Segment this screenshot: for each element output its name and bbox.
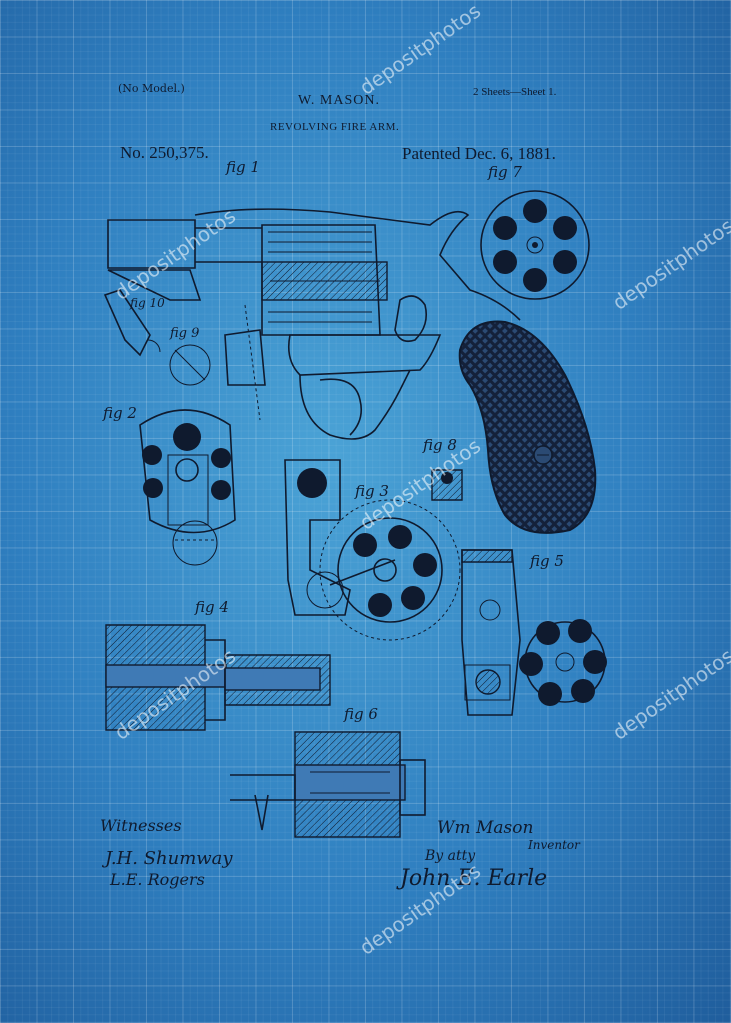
fig10-label: fig 10 bbox=[130, 296, 165, 310]
frame-front-view-drawing bbox=[140, 410, 235, 565]
patent-number: No. 250,375. bbox=[120, 143, 209, 163]
frame-rear-view-drawing bbox=[462, 550, 607, 715]
sheet-counter: 2 Sheets—Sheet 1. bbox=[473, 86, 556, 98]
witness-2-signature: L.E. Rogers bbox=[110, 870, 205, 889]
fig9-label: fig 9 bbox=[170, 326, 199, 341]
no-model-note: (No Model.) bbox=[118, 82, 185, 95]
witnesses-label: Witnesses bbox=[100, 816, 182, 835]
witness-1-signature: J.H. Shumway bbox=[105, 848, 233, 869]
fig7-label: fig 7 bbox=[488, 163, 522, 181]
fig4-label: fig 4 bbox=[195, 598, 229, 616]
barrel-cylinder-section-drawing bbox=[230, 732, 425, 837]
fig6-label: fig 6 bbox=[344, 705, 378, 723]
patent-date: Patented Dec. 6, 1881. bbox=[402, 144, 556, 164]
fig2-label: fig 2 bbox=[103, 404, 137, 422]
inventor-signature: Wm Mason bbox=[437, 818, 533, 838]
cylinder-end-view-drawing bbox=[481, 191, 589, 299]
fig1-label: fig 1 bbox=[226, 158, 260, 176]
fig5-label: fig 5 bbox=[530, 552, 564, 570]
invention-title: REVOLVING FIRE ARM. bbox=[270, 121, 399, 133]
inventor-role-label: Inventor bbox=[528, 838, 580, 852]
